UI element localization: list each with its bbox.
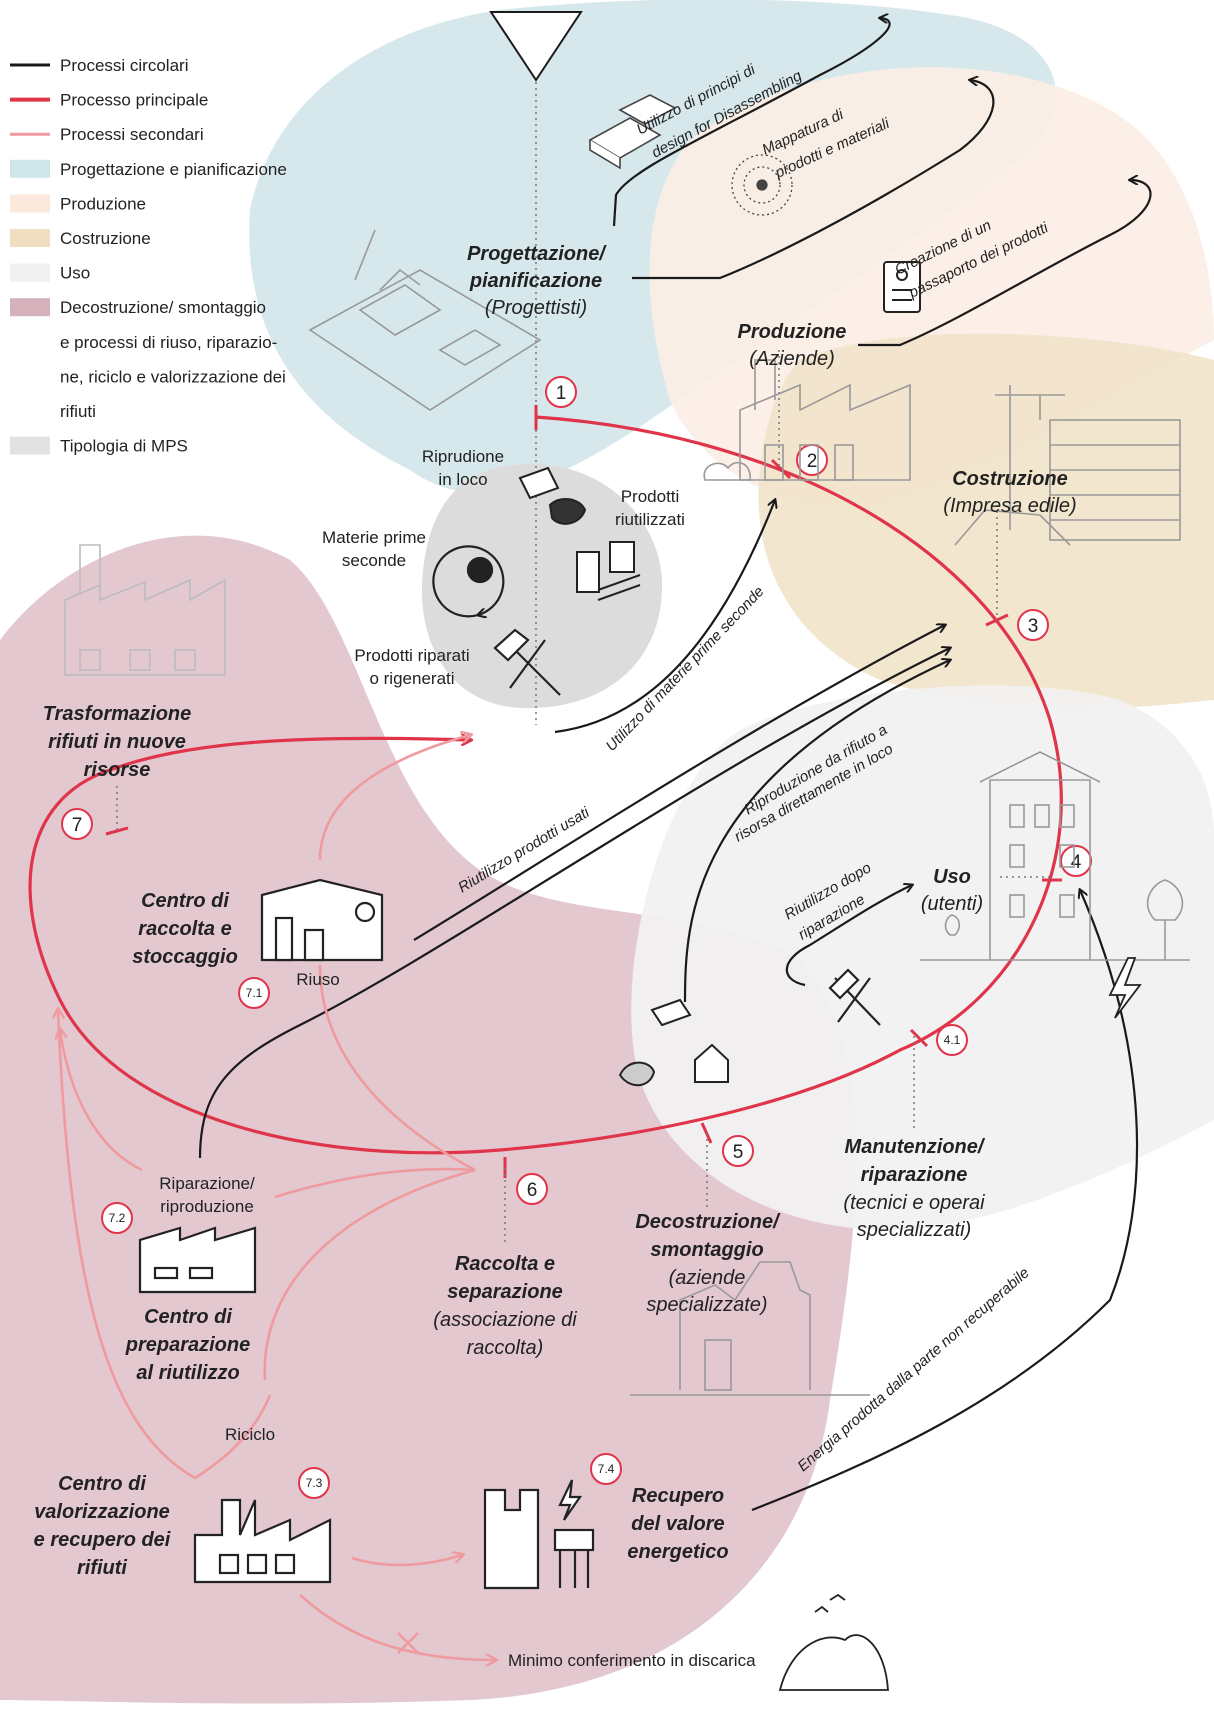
maintenance-title-1: Manutenzione/ <box>845 1136 986 1158</box>
legend-label: Costruzione <box>60 229 151 248</box>
mps-ripr-2: in loco <box>438 470 487 489</box>
mps-materie-2: seconde <box>342 551 406 570</box>
construction-zone <box>759 334 1214 709</box>
mps-ripr-1: Riprudione <box>422 447 504 466</box>
energia-title-2: del valore <box>631 1513 724 1535</box>
construction-actor: (Impresa edile) <box>943 495 1076 517</box>
use-actor: (utenti) <box>921 893 983 915</box>
raccolta-title-3: stoccaggio <box>132 946 238 968</box>
collection-actor-1: (associazione di <box>433 1309 577 1331</box>
legend-label: e processi di riuso, riparazio- <box>60 333 277 352</box>
legend-color-swatch <box>10 160 50 178</box>
legend-label: Produzione <box>60 194 146 213</box>
mps-prod-riut-1: Prodotti <box>621 487 680 506</box>
maintenance-title-2: riparazione <box>861 1164 968 1186</box>
design-title-2: pianificazione <box>469 270 602 292</box>
transformation-title-2: rifiuti in nuove <box>48 731 186 753</box>
number-7-1: 7.1 <box>246 986 263 1000</box>
deconstruction-title-2: smontaggio <box>650 1239 763 1261</box>
valorizzazione-title-4: rifiuti <box>77 1557 127 1579</box>
production-title: Produzione <box>738 321 847 343</box>
number-4: 4 <box>1071 852 1082 873</box>
number-4-1: 4.1 <box>944 1033 961 1047</box>
mps-riparati-1: Prodotti riparati <box>354 646 469 665</box>
collection-actor-2: raccolta) <box>467 1337 544 1359</box>
number-1: 1 <box>556 383 567 404</box>
collection-title-2: separazione <box>447 1281 563 1303</box>
discarica-label: Minimo conferimento in discarica <box>508 1651 756 1670</box>
collection-title-1: Raccolta e <box>455 1253 555 1275</box>
landfill-icon <box>780 1595 888 1690</box>
raccolta-tag: Riuso <box>296 970 339 989</box>
legend-label: rifiuti <box>60 402 96 421</box>
production-actor: (Aziende) <box>749 348 835 370</box>
deconstruction-actor-1: (aziende <box>669 1267 746 1289</box>
number-7: 7 <box>72 815 83 836</box>
number-2: 2 <box>807 451 818 472</box>
construction-title: Costruzione <box>952 468 1068 490</box>
legend-label: Processi secondari <box>60 125 204 144</box>
energia-title-3: energetico <box>627 1541 728 1563</box>
preparazione-tag-1: Riparazione/ <box>159 1174 255 1193</box>
number-5: 5 <box>733 1142 744 1163</box>
flow-riut-usati: Riutilizzo prodotti usati <box>455 804 593 897</box>
deconstruction-actor-2: specializzate) <box>646 1294 767 1316</box>
number-6: 6 <box>527 1180 538 1201</box>
maintenance-actor-2: specializzati) <box>857 1219 971 1241</box>
legend-color-swatch <box>10 298 50 316</box>
number-7-4: 7.4 <box>598 1462 615 1476</box>
legend-color-swatch <box>10 437 50 455</box>
valorizzazione-tag: Riciclo <box>225 1425 275 1444</box>
preparazione-title-2: preparazione <box>125 1334 250 1356</box>
legend-color-swatch <box>10 264 50 282</box>
number-7-3: 7.3 <box>306 1476 323 1490</box>
transformation-title-1: Trasformazione <box>43 703 192 725</box>
deconstruction-title-1: Decostruzione/ <box>635 1211 781 1233</box>
energia-title-1: Recupero <box>632 1485 724 1507</box>
preparazione-title-1: Centro di <box>144 1306 232 1328</box>
number-3: 3 <box>1028 616 1039 637</box>
legend-label: ne, riciclo e valorizzazione dei <box>60 367 286 386</box>
raccolta-title-1: Centro di <box>141 890 229 912</box>
legend-label: Processi circolari <box>60 56 188 75</box>
number-7-2: 7.2 <box>109 1211 126 1225</box>
legend-label: Tipologia di MPS <box>60 437 188 456</box>
valorizzazione-title-2: valorizzazione <box>34 1501 170 1523</box>
transformation-title-3: risorse <box>84 759 151 781</box>
mps-prod-riut-2: riutilizzati <box>615 510 685 529</box>
mps-riparati-2: o rigenerati <box>369 669 454 688</box>
legend-label: Processo principale <box>60 91 208 110</box>
legend-color-swatch <box>10 194 50 212</box>
legend-label: Progettazione e pianificazione <box>60 160 287 179</box>
legend-label: Uso <box>60 264 90 283</box>
reuse-center-icon <box>262 880 382 960</box>
valorizzazione-title-3: e recupero dei <box>34 1529 171 1551</box>
legend-color-swatch <box>10 229 50 247</box>
preparazione-title-3: al riutilizzo <box>136 1362 239 1384</box>
design-actor: (Progettisti) <box>485 297 587 319</box>
legend-label: Decostruzione/ smontaggio <box>60 298 266 317</box>
use-title: Uso <box>933 866 971 888</box>
maintenance-actor-1: (tecnici e operai <box>843 1192 985 1214</box>
repair-center-icon <box>140 1228 255 1292</box>
mps-materie-1: Materie prime <box>322 528 426 547</box>
preparazione-tag-2: riproduzione <box>160 1197 254 1216</box>
valorizzazione-title-1: Centro di <box>58 1473 146 1495</box>
raccolta-title-2: raccolta e <box>138 918 231 940</box>
design-title-1: Progettazione/ <box>467 243 607 265</box>
